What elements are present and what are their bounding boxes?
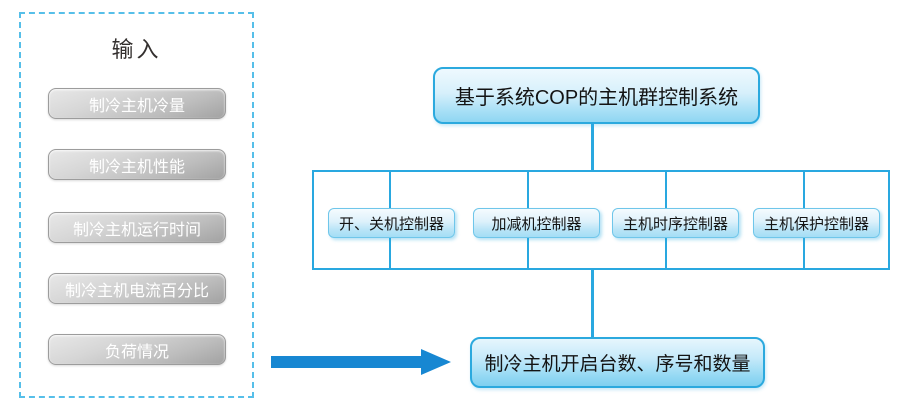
connector-bottom — [591, 268, 594, 337]
input-item-label: 负荷情况 — [104, 343, 169, 361]
input-item-chiller-cooling-capacity: 制冷主机冷量 — [48, 88, 226, 119]
controller-box-sequence: 主机时序控制器 — [612, 208, 739, 238]
input-item-chiller-current-percent: 制冷主机电流百分比 — [48, 273, 226, 304]
controller-box-protection: 主机保护控制器 — [753, 208, 880, 238]
input-item-label: 制冷主机冷量 — [88, 97, 185, 115]
top-system-box-label: 基于系统COP的主机群控制系统 — [454, 87, 739, 109]
input-item-load-condition: 负荷情况 — [48, 334, 226, 365]
input-item-label: 制冷主机运行时间 — [72, 221, 201, 239]
input-item-label: 制冷主机电流百分比 — [64, 282, 209, 300]
controller-label: 加减机控制器 — [491, 215, 582, 233]
flow-arrow-icon — [271, 349, 451, 375]
input-item-chiller-runtime: 制冷主机运行时间 — [48, 212, 226, 243]
input-item-label: 制冷主机性能 — [88, 158, 185, 176]
top-system-box: 基于系统COP的主机群控制系统 — [433, 67, 760, 124]
controller-box-on-off: 开、关机控制器 — [328, 208, 455, 238]
controller-label: 开、关机控制器 — [338, 215, 444, 233]
output-box-label: 制冷主机开启台数、序号和数量 — [484, 354, 751, 375]
input-panel: 输入 制冷主机冷量 制冷主机性能 制冷主机运行时间 制冷主机电流百分比 负荷情况 — [19, 12, 254, 398]
controller-box-add-remove: 加减机控制器 — [473, 208, 600, 238]
input-panel-title: 输入 — [111, 37, 162, 62]
connector-top — [591, 122, 594, 172]
controller-label: 主机时序控制器 — [622, 215, 728, 233]
input-item-chiller-performance: 制冷主机性能 — [48, 149, 226, 180]
controller-label: 主机保护控制器 — [763, 215, 869, 233]
output-box: 制冷主机开启台数、序号和数量 — [470, 337, 765, 388]
